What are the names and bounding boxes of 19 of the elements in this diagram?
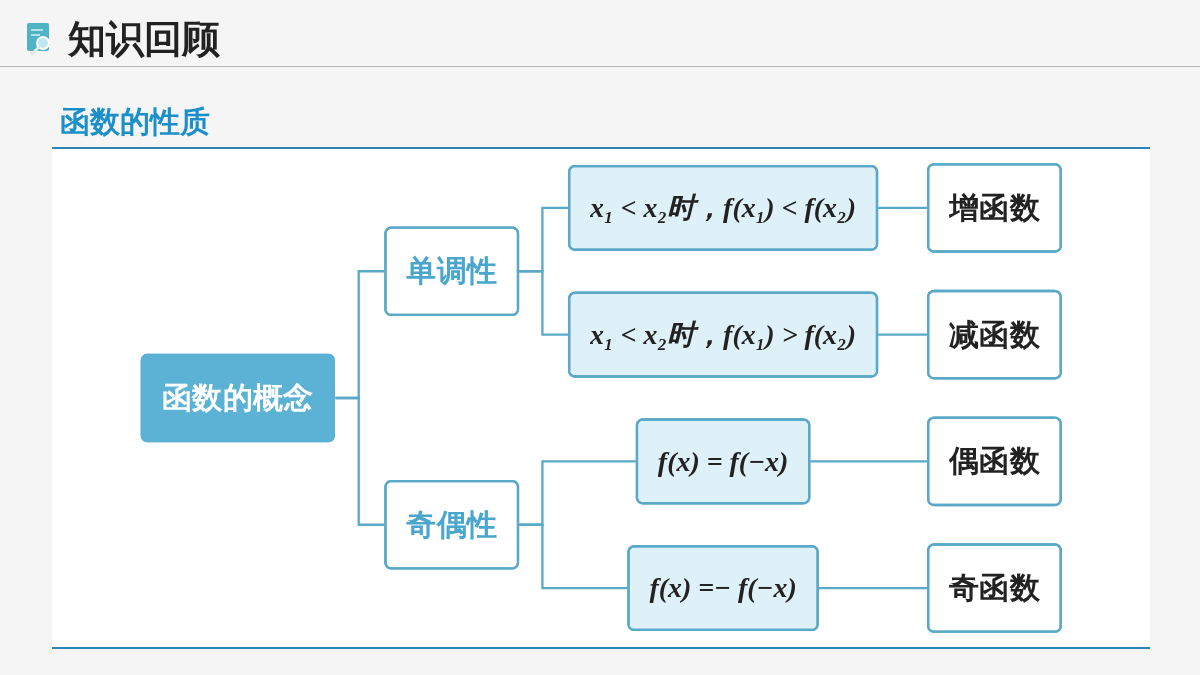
connector-line	[519, 270, 568, 336]
page-title: 知识回顾	[68, 16, 220, 63]
property-box: 单调性	[384, 226, 520, 317]
function-type-box: 减函数	[927, 289, 1062, 380]
property-box: 奇偶性	[384, 479, 520, 570]
connector-line	[335, 396, 385, 526]
connector-line	[519, 523, 628, 590]
condition-box: x₁ < x₂时，f(x₁) < f(x₂)	[568, 164, 879, 251]
connector-line	[878, 333, 927, 336]
condition-box: f(x) =− f(−x)	[627, 545, 819, 632]
function-type-box: 偶函数	[927, 416, 1062, 507]
topic-box: 函数的概念	[140, 353, 335, 443]
connector-line	[818, 586, 927, 590]
connector-line	[878, 206, 927, 210]
condition-box: f(x) = f(−x)	[635, 418, 811, 505]
condition-box: x₁ < x₂时，f(x₁) > f(x₂)	[568, 291, 879, 378]
connector-line	[810, 460, 927, 463]
function-type-box: 奇函数	[927, 543, 1062, 633]
section-heading: 函数的性质	[60, 103, 210, 141]
